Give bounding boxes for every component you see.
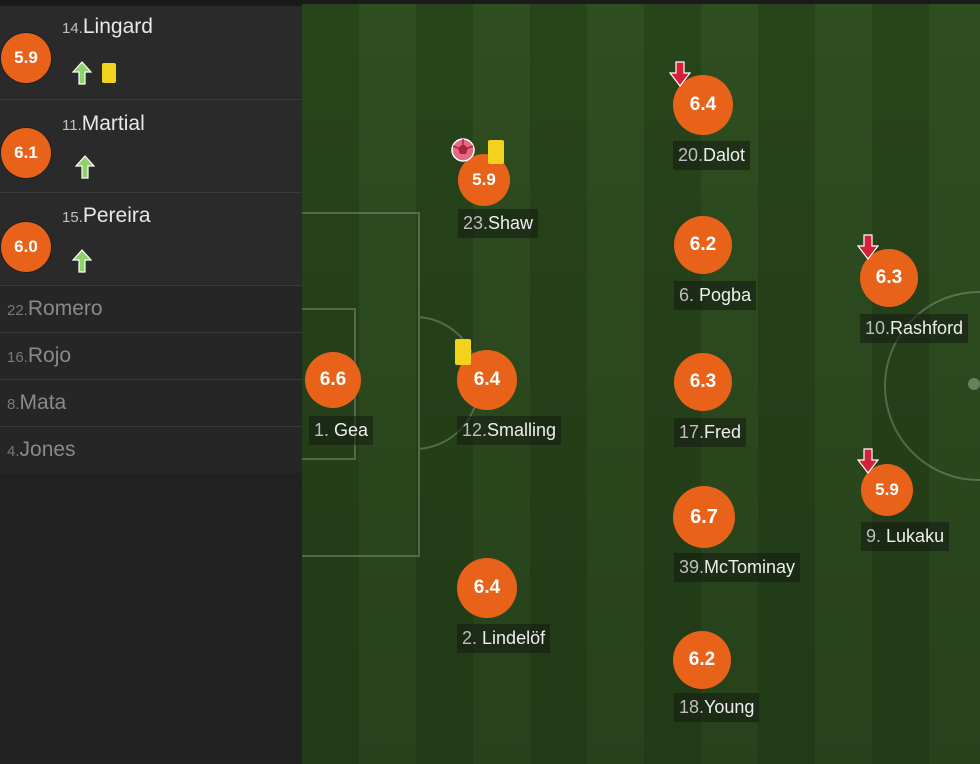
rating-badge: 6.3 [674,353,732,411]
bench-player-name: 4.Jones [7,438,76,461]
own-goal-ball-icon [451,138,475,162]
player-label: 20.Dalot [673,141,751,170]
player-young[interactable]: 6.2 18.Young [673,631,760,722]
bench-player-name: 16.Rojo [7,344,72,367]
player-smalling[interactable]: 6.4 12.Smalling [455,339,562,445]
substitute-name: 15.Pereira [62,204,151,227]
substitute-name: 14.Lingard [62,15,153,38]
substitute-row-lingard[interactable]: 5.9 14.Lingard [0,6,302,100]
yellow-card-icon [102,63,116,83]
rating-badge: 6.4 [673,75,733,135]
event-icons [75,155,95,179]
player-label: 23.Shaw [458,209,539,238]
pitch: 6.6 1. Gea 5.9 23.Shaw 6.4 12.Smalling 6… [302,0,980,764]
bench-row-jones[interactable]: 4.Jones [0,427,302,474]
rating-badge: 5.9 [861,464,913,516]
player-label: 2. Lindelöf [457,624,551,653]
rating-badge: 6.2 [673,631,731,689]
player-label: 9. Lukaku [861,522,950,551]
center-spot [968,378,980,390]
player-pogba[interactable]: 6.2 6. Pogba [674,216,757,310]
player-label: 12.Smalling [457,416,562,445]
substitute-row-martial[interactable]: 6.1 11.Martial [0,100,302,193]
sub-out-arrow-icon [857,448,879,474]
substitute-name: 11.Martial [62,112,145,135]
sub-in-arrow-icon [72,61,92,85]
player-label: 18.Young [674,693,760,722]
rating-badge: 6.2 [674,216,732,274]
player-lindelof[interactable]: 6.4 2. Lindelöf [457,558,551,653]
rating-badge: 6.4 [457,558,517,618]
sub-in-arrow-icon [75,155,95,179]
sidebar-empty-area [0,473,302,764]
player-gea[interactable]: 6.6 1. Gea [305,352,374,445]
player-label: 6. Pogba [674,281,757,310]
rating-badge: 6.6 [305,352,361,408]
rating-badge: 6.1 [1,128,51,178]
pitch-top-border [302,0,980,4]
sidebar-top-divider [0,0,302,6]
rating-badge: 5.9 [1,33,51,83]
player-rashford[interactable]: 6.3 10.Rashford [857,234,969,343]
player-shaw[interactable]: 5.9 23.Shaw [451,138,539,238]
sub-out-arrow-icon [857,234,879,260]
penalty-box [302,212,420,557]
player-label: 17.Fred [674,418,747,447]
player-fred[interactable]: 6.3 17.Fred [674,353,747,447]
player-mctominay[interactable]: 6.7 39.McTominay [673,486,801,582]
yellow-card-icon [488,140,504,164]
pitch-shade [302,0,980,764]
rating-badge: 6.0 [1,222,51,272]
yellow-card-icon [455,339,471,365]
sub-in-arrow-icon [72,249,92,273]
player-label: 39.McTominay [674,553,801,582]
player-label: 1. Gea [309,416,374,445]
rating-badge: 6.7 [673,486,735,548]
sub-out-arrow-icon [669,61,691,87]
bench-row-rojo[interactable]: 16.Rojo [0,333,302,380]
bench-player-name: 22.Romero [7,297,103,320]
event-icons [72,61,116,85]
lineup-sidebar: 5.9 14.Lingard 6.1 11.Martial 6.0 15.Per… [0,0,302,764]
bench-player-name: 8.Mata [7,391,67,414]
event-icons [72,249,92,273]
player-dalot[interactable]: 6.4 20.Dalot [669,61,751,170]
bench-row-romero[interactable]: 22.Romero [0,286,302,333]
player-lukaku[interactable]: 5.9 9. Lukaku [857,448,950,551]
rating-badge: 6.3 [860,249,918,307]
substitute-row-pereira[interactable]: 6.0 15.Pereira [0,193,302,286]
bench-row-mata[interactable]: 8.Mata [0,380,302,427]
player-label: 10.Rashford [860,314,969,343]
